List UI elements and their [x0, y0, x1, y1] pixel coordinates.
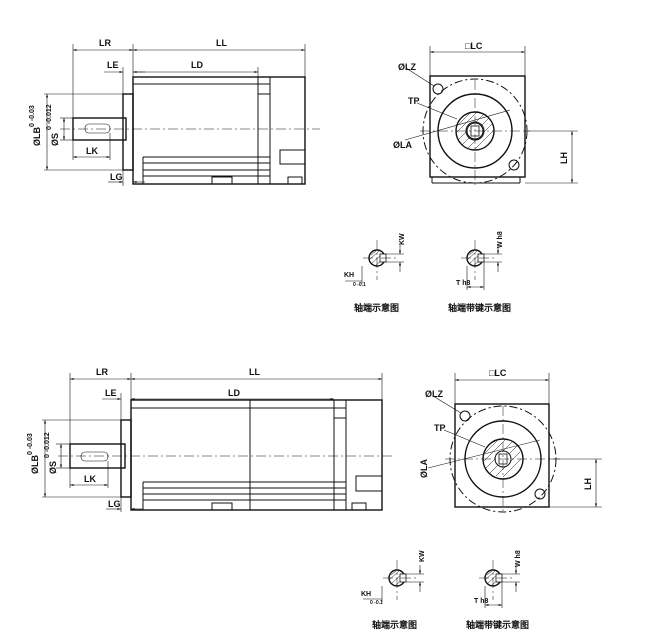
mount-hole	[508, 159, 520, 171]
dim-LC: □LC	[465, 41, 483, 51]
mount-hole	[459, 410, 471, 422]
caption-shaft-plain: 轴端示意图	[354, 302, 399, 313]
dim-LG: LG	[110, 172, 123, 182]
side-view-top: LR LL LE LD LK LG ØLB	[29, 38, 320, 186]
dim-LK: LK	[84, 474, 96, 484]
shaft-end-keyed-bottom: W h8 T h8 轴端带键示意图	[466, 550, 529, 630]
shaft-keyway	[84, 123, 111, 134]
dim-LB: ØLB	[32, 127, 42, 146]
shaft-end-keyed-top: W h8 T h8 轴端带键示意图	[448, 231, 511, 313]
dim-LK: LK	[86, 146, 98, 156]
shaft-keyway	[80, 451, 109, 462]
caption-shaft-keyed: 轴端带键示意图	[466, 619, 529, 630]
dim-KH-tol: 0 -0.1	[370, 600, 383, 606]
dim-LG: LG	[108, 499, 121, 509]
caption-shaft-plain: 轴端示意图	[372, 619, 417, 630]
motor-body	[132, 76, 306, 185]
dim-LZ: ØLZ	[398, 62, 416, 72]
shaft-end-plain-bottom: KW KH 0 -0.1 轴端示意图	[361, 550, 426, 630]
motor-flange	[120, 419, 132, 498]
dim-LA: ØLA	[419, 459, 429, 478]
dim-KH: KH	[344, 272, 354, 279]
mount-hole	[534, 488, 546, 500]
dim-LH: LH	[583, 478, 593, 490]
front-flange-square	[454, 403, 550, 508]
dim-TP: TP	[434, 423, 446, 433]
dim-LD: LD	[228, 388, 240, 398]
connector-box	[355, 475, 383, 492]
dim-W: W h8	[515, 550, 522, 567]
dim-S-tol: 0 -0.012	[46, 104, 53, 130]
dim-LL: LL	[249, 367, 260, 377]
dim-LR: LR	[99, 38, 111, 48]
dim-S: ØS	[50, 133, 60, 146]
dim-LR: LR	[96, 367, 108, 377]
dim-LD: LD	[191, 60, 203, 70]
mount-hole	[432, 83, 444, 95]
dim-T: T h8	[474, 598, 488, 605]
dim-KH: KH	[361, 591, 371, 598]
front-view-top: □LC ØLZ TP ØLA LH	[393, 41, 578, 186]
dim-T: T h8	[456, 280, 470, 287]
dim-W: W h8	[497, 231, 504, 248]
motor-flange	[122, 93, 134, 171]
dim-LB: ØLB	[30, 455, 40, 474]
dim-LC: □LC	[489, 368, 507, 378]
dim-LH: LH	[559, 152, 569, 164]
bottom-drawing-set: LR LL LE LD LK LG ØLB 0 -0.03 ØS 0	[27, 367, 602, 630]
dim-KH-tol: 0 -0.1	[353, 282, 366, 288]
front-flange-square	[429, 75, 526, 178]
dim-LL: LL	[216, 38, 227, 48]
shaft-end-plain-top: KW KH 0 -0.1 轴端示意图	[344, 233, 406, 313]
front-view-bottom: □LC ØLZ TP ØLA LH	[419, 368, 602, 514]
dim-LE: LE	[105, 388, 117, 398]
dim-KW: KW	[419, 550, 426, 562]
dim-LA: ØLA	[393, 140, 412, 150]
dim-S: ØS	[48, 461, 58, 474]
dim-LB-tol: 0 -0.03	[29, 105, 36, 127]
dim-LZ: ØLZ	[425, 389, 443, 399]
dim-KW: KW	[399, 233, 406, 245]
top-drawing-set: LR LL LE LD LK LG ØLB	[29, 38, 578, 313]
dim-LE: LE	[107, 60, 119, 70]
dim-TP: TP	[408, 96, 420, 106]
dim-S-tol: 0 -0.012	[44, 432, 51, 458]
side-view-bottom: LR LL LE LD LK LG ØLB 0 -0.03 ØS 0	[27, 367, 395, 512]
connector-box	[279, 149, 306, 165]
dim-LB-tol: 0 -0.03	[27, 433, 34, 455]
caption-shaft-keyed: 轴端带键示意图	[448, 302, 511, 313]
